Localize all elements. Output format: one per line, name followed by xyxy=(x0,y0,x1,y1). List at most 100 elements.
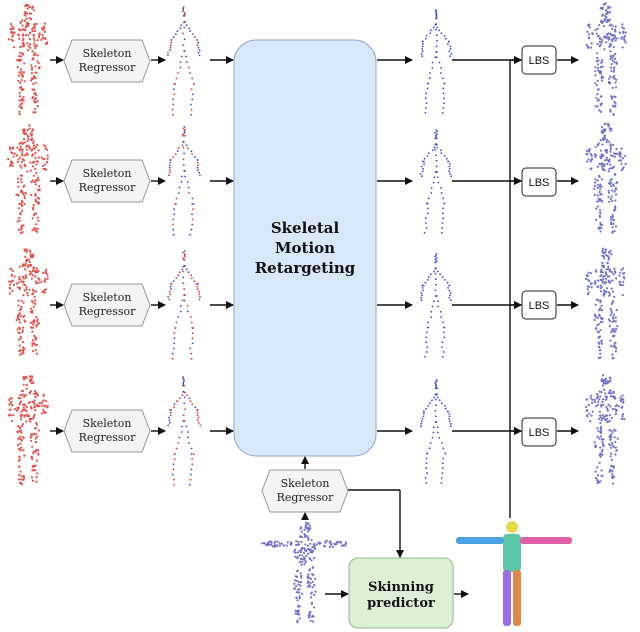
point xyxy=(328,541,331,544)
skeleton-point xyxy=(182,276,185,279)
skeleton-point xyxy=(187,147,190,150)
point xyxy=(29,43,32,46)
point xyxy=(616,181,619,184)
point xyxy=(11,279,14,282)
point xyxy=(13,152,16,155)
skeleton-point xyxy=(435,9,438,11)
point xyxy=(18,28,21,31)
point xyxy=(19,400,23,403)
point xyxy=(596,165,600,168)
point xyxy=(601,271,604,274)
point xyxy=(598,314,601,317)
skeleton-point xyxy=(430,316,432,318)
point xyxy=(609,339,612,342)
point xyxy=(599,20,603,23)
point xyxy=(606,417,609,420)
skeleton-point xyxy=(434,272,437,275)
point xyxy=(599,430,602,434)
point xyxy=(300,576,303,579)
point xyxy=(19,145,22,148)
point xyxy=(17,158,20,161)
skeleton-point xyxy=(191,197,194,200)
skeleton-point xyxy=(184,294,186,296)
point xyxy=(611,353,614,356)
point xyxy=(596,93,599,96)
point xyxy=(299,535,302,538)
skeleton-point xyxy=(183,12,186,14)
point xyxy=(609,197,613,200)
skeleton-point xyxy=(435,137,438,140)
point xyxy=(34,156,37,159)
point xyxy=(622,267,625,270)
point xyxy=(596,105,599,108)
point xyxy=(615,61,618,64)
point xyxy=(603,134,606,137)
point xyxy=(586,160,589,163)
skeleton-point xyxy=(191,213,193,216)
skeleton-point xyxy=(182,376,185,378)
point xyxy=(32,301,35,304)
point xyxy=(323,544,326,547)
skeleton-point xyxy=(196,419,199,422)
point xyxy=(299,551,302,554)
skeleton-point xyxy=(180,181,183,183)
point xyxy=(11,164,14,167)
point xyxy=(598,414,602,417)
point xyxy=(296,551,299,554)
point xyxy=(611,226,614,229)
lbs-box-3: LBS xyxy=(521,290,557,320)
point xyxy=(295,543,298,547)
point xyxy=(601,384,605,387)
skeleton-point xyxy=(192,203,195,205)
skeleton-point xyxy=(435,136,438,138)
point xyxy=(613,428,616,431)
point xyxy=(20,439,23,442)
skinned-mesh xyxy=(456,521,572,626)
point xyxy=(599,66,603,69)
skeleton-point xyxy=(434,254,437,257)
skeleton-point xyxy=(173,478,175,481)
point xyxy=(604,149,608,153)
skeleton-point xyxy=(170,288,172,290)
skeleton-point xyxy=(435,383,437,386)
skeleton-point xyxy=(196,411,199,414)
skeleton-point xyxy=(420,422,423,425)
point xyxy=(596,427,599,430)
skeleton-point xyxy=(440,232,443,234)
skeleton-point xyxy=(198,49,201,52)
point xyxy=(43,22,47,25)
point xyxy=(589,397,592,400)
point xyxy=(609,6,612,9)
skeleton-point xyxy=(175,321,178,324)
point xyxy=(23,194,26,197)
point xyxy=(615,277,618,280)
point xyxy=(35,433,38,436)
point xyxy=(599,452,602,455)
regressor-3-line-1: Skeleton xyxy=(83,291,132,304)
skeleton-point xyxy=(187,271,190,274)
skeleton-point xyxy=(449,292,452,294)
point xyxy=(31,161,34,164)
point xyxy=(605,273,608,276)
skeleton-point xyxy=(173,458,176,460)
point xyxy=(601,162,604,165)
point xyxy=(596,474,600,477)
point xyxy=(25,276,28,279)
skeleton-point xyxy=(194,406,197,408)
skeleton-point xyxy=(171,473,174,476)
point xyxy=(609,108,612,111)
point xyxy=(608,11,612,14)
skeleton-point xyxy=(183,299,186,302)
point xyxy=(307,580,310,583)
point xyxy=(599,110,603,113)
point xyxy=(271,545,275,548)
point xyxy=(588,412,591,415)
point xyxy=(32,147,35,150)
point xyxy=(610,218,613,221)
skeleton-point xyxy=(190,150,193,153)
point xyxy=(613,328,616,331)
skeleton-point xyxy=(434,143,437,146)
skeleton-point xyxy=(183,420,185,422)
skeleton-point xyxy=(448,167,451,170)
point xyxy=(24,191,27,194)
